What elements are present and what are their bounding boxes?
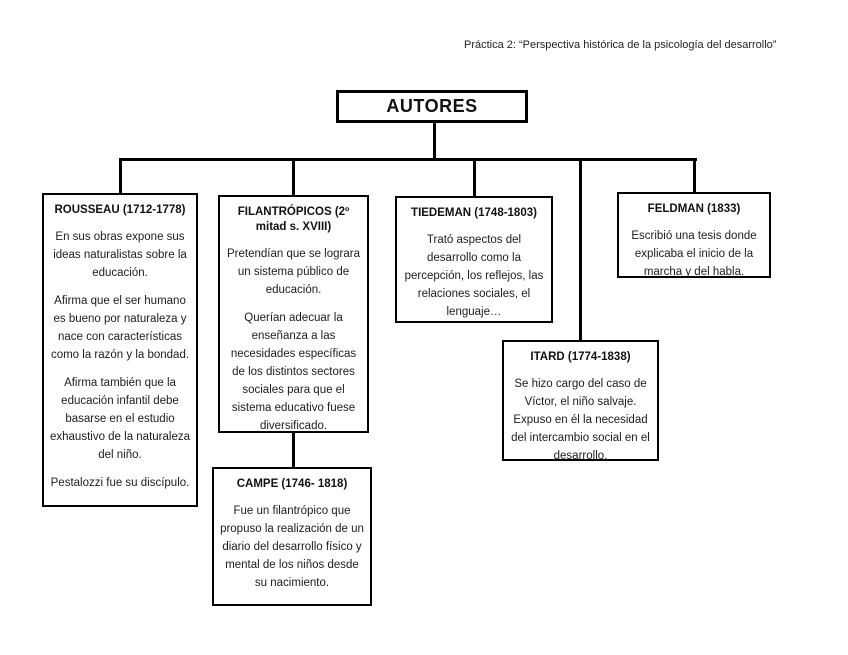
connector-drop-itard <box>579 160 582 341</box>
node-rousseau: ROUSSEAU (1712-1778) En sus obras expone… <box>42 193 198 507</box>
node-tiedeman: TIEDEMAN (1748-1803) Trató aspectos del … <box>395 196 553 323</box>
connector-horizontal-bus <box>119 158 697 161</box>
connector-filantropicos-campe <box>292 432 295 468</box>
node-rousseau-paragraph: Pestalozzi fue su discípulo. <box>50 477 190 489</box>
page-header-note: Práctica 2: “Perspectiva histórica de la… <box>464 39 777 51</box>
connector-drop-filantropicos <box>292 160 295 196</box>
node-feldman: FELDMAN (1833) Escribió una tesis donde … <box>617 192 771 278</box>
root-node-autores: AUTORES <box>336 90 528 123</box>
node-filantropicos-paragraph: Pretendían que se lograra un sistema púb… <box>227 248 360 296</box>
node-rousseau-paragraph: Afirma también que la educación infantil… <box>49 377 190 461</box>
node-campe-title: CAMPE (1746- 1818) <box>236 478 348 490</box>
node-rousseau-paragraph: En sus obras expone sus ideas naturalist… <box>53 231 187 279</box>
node-feldman-paragraph: Escribió una tesis donde explicaba el in… <box>631 230 757 278</box>
node-itard-paragraph: Se hizo cargo del caso de Víctor, el niñ… <box>511 378 650 462</box>
node-campe: CAMPE (1746- 1818) Fue un filantrópico q… <box>212 467 372 606</box>
connector-drop-feldman <box>693 160 696 193</box>
connector-root-stem <box>433 121 436 160</box>
node-itard-title: ITARD (1774-1838) <box>530 351 631 363</box>
node-filantropicos: FILANTRÓPICOS (2º mitad s. XVIII) Preten… <box>218 195 369 433</box>
node-rousseau-paragraph: Afirma que el ser humano es bueno por na… <box>50 295 190 361</box>
node-itard: ITARD (1774-1838) Se hizo cargo del caso… <box>502 340 659 462</box>
node-campe-paragraph: Fue un filantrópico que propuso la reali… <box>220 505 364 589</box>
node-feldman-title: FELDMAN (1833) <box>647 203 741 215</box>
node-filantropicos-paragraph: Querían adecuar la enseñanza a las neces… <box>230 312 357 432</box>
node-tiedeman-paragraph: Trató aspectos del desarrollo como la pe… <box>404 234 544 318</box>
node-rousseau-title: ROUSSEAU (1712-1778) <box>54 204 186 216</box>
root-node-title: AUTORES <box>386 96 478 116</box>
connector-drop-rousseau <box>119 160 122 194</box>
node-tiedeman-title: TIEDEMAN (1748-1803) <box>411 207 537 219</box>
connector-drop-tiedeman <box>473 160 476 197</box>
node-filantropicos-title: FILANTRÓPICOS (2º mitad s. XVIII) <box>237 206 350 233</box>
